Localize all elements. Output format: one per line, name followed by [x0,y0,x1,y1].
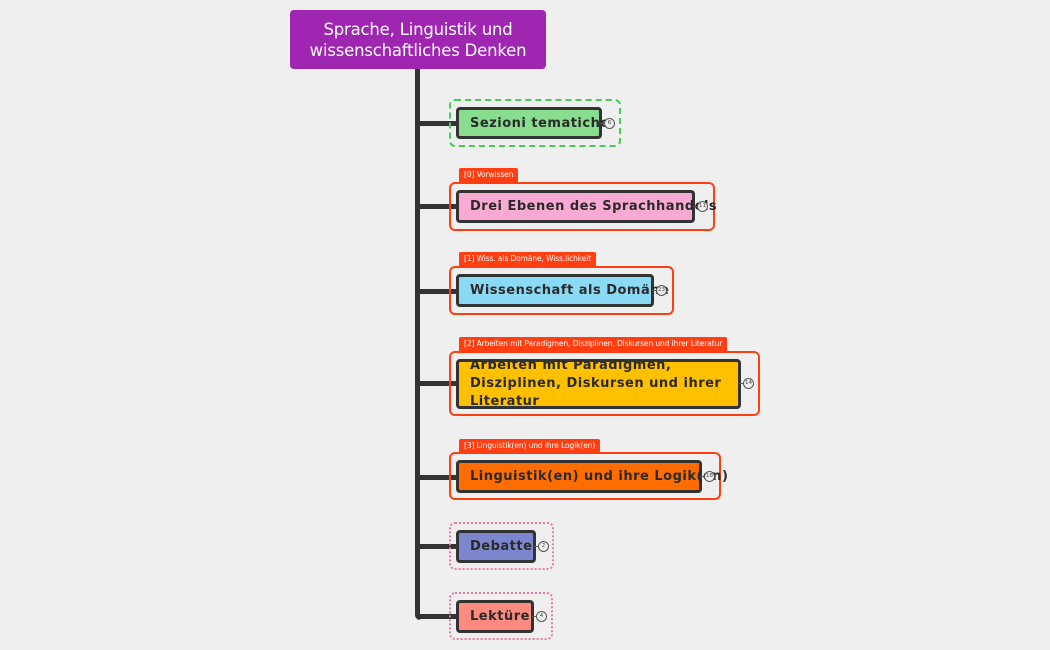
topic-lektuere[interactable]: Lektüre [456,600,534,633]
subtopic-count-badge[interactable]: 18 [700,471,715,482]
branch-connector-7 [418,614,458,619]
topic-debatte[interactable]: Debatte [456,530,536,563]
branch-connector-1 [418,121,458,126]
topic-group-drei-ebenen [449,182,715,231]
topic-drei-ebenen[interactable]: Drei Ebenen des Sprachhandels [456,190,717,223]
branch-connector-3 [418,289,458,294]
trunk-connector [415,68,420,620]
topic-wissenschaft-als-domaene[interactable]: Wissenschaft als Domäne [456,274,669,307]
branch-connector-5 [418,475,458,480]
root-topic[interactable]: Sprache, Linguistik und wissenschaftlich… [290,10,546,69]
subtopic-count-badge[interactable]: 4 [532,611,547,622]
topic-group-arbeiten [449,351,760,416]
subtopic-count-badge[interactable]: 14 [739,378,754,389]
topic-group-debatte [449,522,554,570]
topic-arbeiten-mit-paradigmen[interactable]: Arbeiten mit Paradigmen, Disziplinen, Di… [456,358,741,409]
subtopic-count-badge[interactable]: 23 [652,285,667,296]
topic-label-tag: [2] Arbeiten mit Paradigmen, Disziplinen… [459,337,728,351]
branch-connector-4 [418,381,458,386]
branch-connector-2 [418,204,458,209]
subtopic-count-badge[interactable]: 2 [534,541,549,552]
topic-label-tag: [3] Linguistik(en) und ihre Logik(en) [459,439,601,453]
topic-sezioni-tematiche[interactable]: Sezioni tematiche [456,107,609,139]
branch-connector-6 [418,544,458,549]
topic-label-tag: [0] Vorwissen [459,168,519,182]
topic-label-tag: [1] Wiss. als Domäne, Wiss.lichkeit [459,252,597,266]
topic-group-wissenschaft [449,266,674,315]
topic-group-lektuere [449,592,553,640]
subtopic-count-badge[interactable]: 11 [693,201,708,212]
topic-linguistik-und-logik[interactable]: Linguistik(en) und ihre Logik(en) [456,460,728,493]
subtopic-count-badge[interactable]: 6 [600,118,615,129]
topic-group-sezioni [449,99,621,147]
topic-group-linguistik [449,452,721,500]
